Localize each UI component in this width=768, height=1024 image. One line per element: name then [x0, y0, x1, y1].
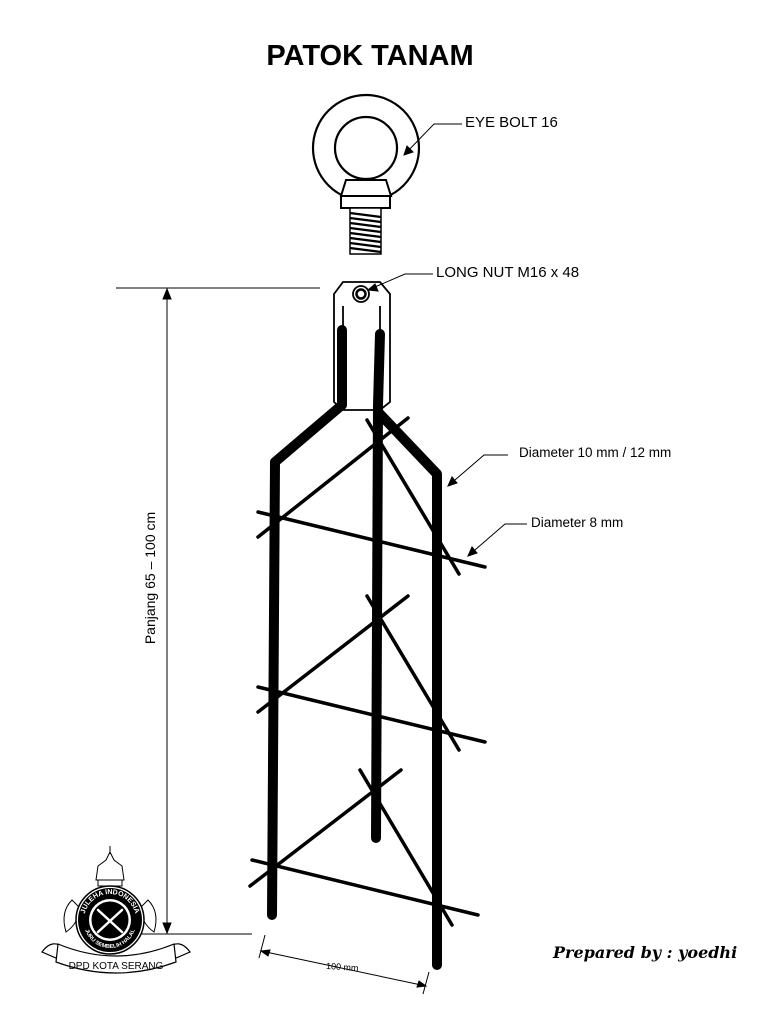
- label-eye-bolt: EYE BOLT 16: [465, 114, 558, 131]
- tie-bars: [248, 416, 487, 927]
- crossed-knives-icon: [96, 908, 124, 934]
- logo-banner-text: DPD KOTA SERANG: [69, 961, 164, 972]
- label-length: Panjang 65 – 100 cm: [142, 511, 158, 645]
- rebar-back: [371, 329, 385, 843]
- leader-lines: [366, 123, 527, 557]
- dimension-width: [258, 934, 430, 995]
- label-long-nut: LONG NUT M16 x 48: [436, 264, 580, 281]
- rebar-right: [373, 407, 442, 970]
- organization-logo: DPD KOTA SERANG JULEHA INDONESIA JURU SE…: [41, 846, 191, 974]
- label-diameter-tie: Diameter 8 mm: [531, 515, 624, 530]
- rebar-left: [267, 325, 347, 920]
- eye-bolt: [311, 93, 421, 255]
- main-rebars: [267, 325, 442, 970]
- dimension-length: [116, 287, 320, 935]
- page-title: PATOK TANAM: [266, 40, 474, 72]
- credit-text: Prepared by : yoedhi: [553, 943, 738, 962]
- label-diameter-main: Diameter 10 mm / 12 mm: [519, 445, 672, 460]
